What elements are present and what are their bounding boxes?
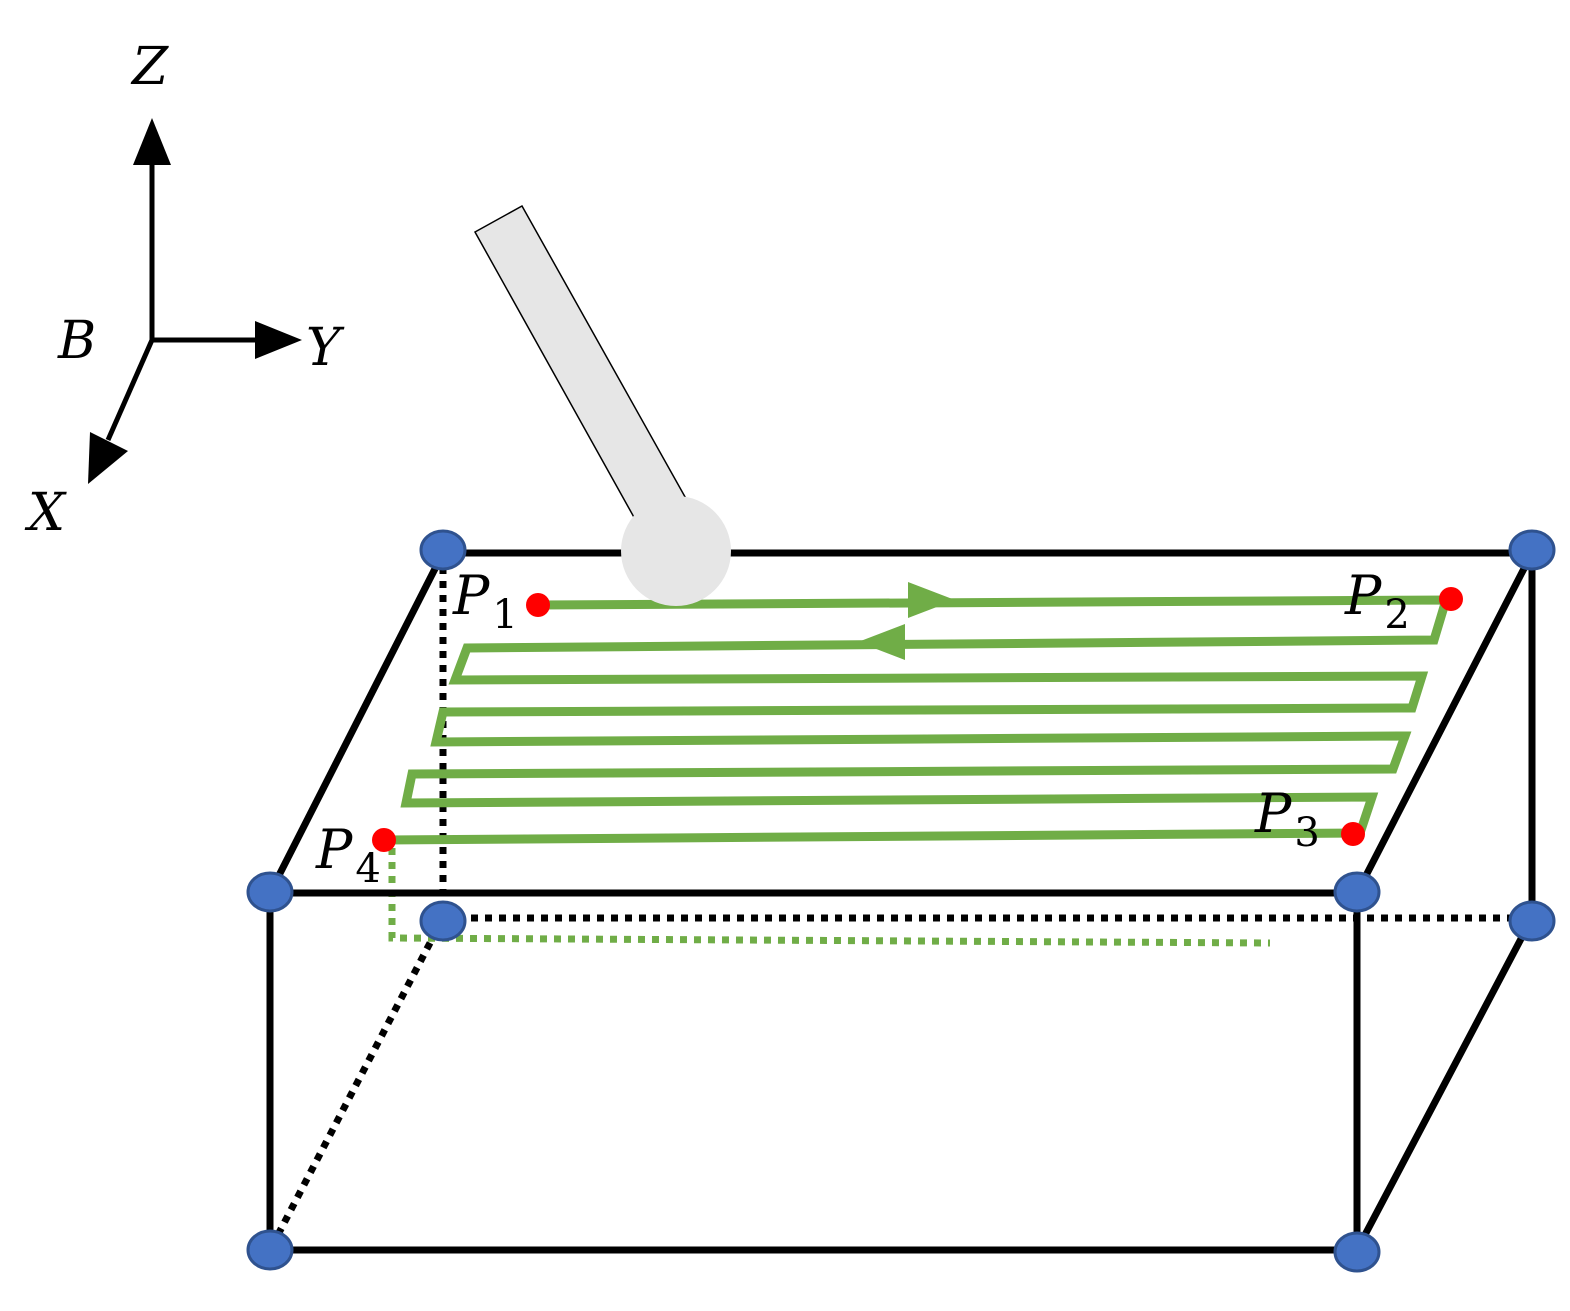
- edge-top-right: [1353, 551, 1536, 895]
- vertex-bottom-back-left: [419, 900, 467, 942]
- box-vertices: [246, 529, 1556, 1273]
- projected-path-dotted: [388, 848, 1271, 947]
- edge-bottom-right: [1353, 916, 1536, 1252]
- direction-arrow-right: [908, 582, 955, 618]
- key-points: [372, 587, 1463, 852]
- direction-arrow-left: [858, 624, 905, 660]
- tool-shaft: [473, 204, 700, 548]
- x-axis-label: X: [24, 483, 67, 543]
- vertex-top-back-left: [419, 529, 467, 571]
- y-axis-arrowhead: [255, 321, 302, 359]
- vertex-bottom-front-left: [246, 1229, 294, 1271]
- edge-top-left: [266, 551, 447, 895]
- vertex-bottom-front-right: [1333, 1231, 1381, 1273]
- x-axis-line: [105, 338, 155, 442]
- scan-path: [383, 595, 1453, 845]
- y-axis-label: Y: [306, 318, 345, 378]
- point-p3-label: P3: [1254, 782, 1320, 856]
- z-axis-arrowhead: [133, 118, 171, 165]
- vertex-bottom-back-right: [1508, 900, 1556, 942]
- hidden-edges: [266, 553, 1532, 1252]
- tool-tip: [621, 496, 731, 606]
- vertex-top-back-right: [1508, 529, 1556, 571]
- point-p2-label: P2: [1344, 564, 1410, 638]
- point-p4-label: P4: [315, 818, 381, 892]
- point-p1-marker: [526, 593, 550, 617]
- point-p3-marker: [1341, 822, 1365, 846]
- vertex-top-front-right: [1333, 871, 1381, 913]
- point-p2-marker: [1439, 587, 1463, 611]
- point-p4-marker: [372, 828, 396, 852]
- x-axis-arrowhead: [88, 432, 128, 484]
- visible-edges: [266, 549, 1536, 1254]
- vertex-top-front-left: [246, 871, 294, 913]
- z-axis-label: Z: [130, 37, 169, 97]
- point-p1-label: P1: [452, 564, 518, 638]
- hidden-edge-left-bottom: [266, 916, 447, 1252]
- coordinate-frame: [88, 118, 302, 484]
- origin-label: B: [57, 311, 96, 371]
